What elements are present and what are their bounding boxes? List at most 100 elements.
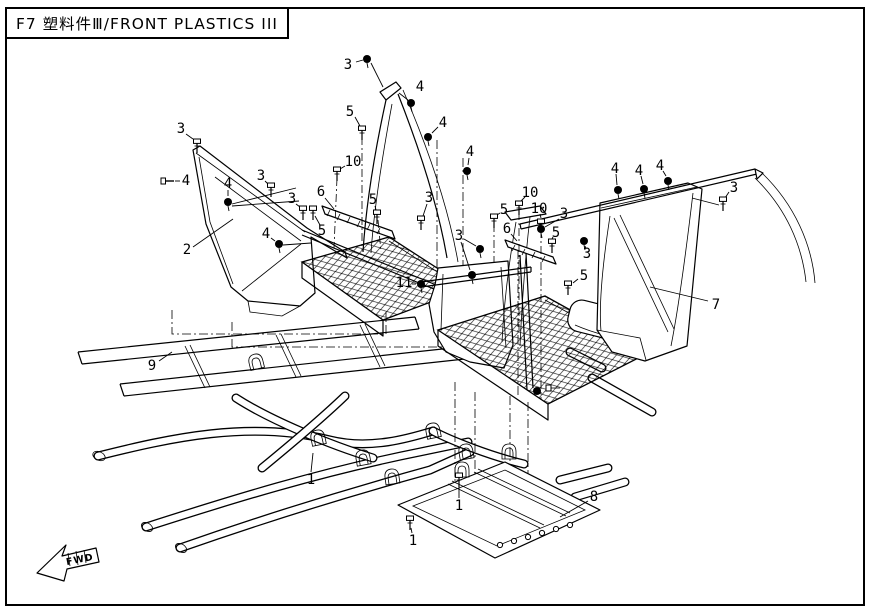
callout-11: 11 [396,275,425,294]
rivet-bolt-icon [614,186,622,200]
page-title: F7 塑料件Ⅲ/FRONT PLASTICS III [16,15,278,33]
callout-number: 4 [439,115,447,131]
callout-number: 3 [288,191,296,207]
screw-bolt-icon [455,472,463,487]
callout-number: 9 [148,358,156,374]
callout-number: 10 [522,185,539,201]
rivet-bolt-icon [537,225,545,239]
rivet-bolt-icon [640,185,648,199]
callout-number: 5 [580,268,588,284]
rivet-bolt-icon [580,237,588,251]
callout-number: 4 [416,79,424,95]
callout-3: 3 [580,237,591,262]
callout-3: 3 [344,55,384,88]
callout-1: 1 [455,472,463,514]
rivet-bolt-icon [664,177,672,191]
rivet-bolt-icon [363,55,371,69]
screw-bolt-icon [719,196,727,211]
screw-bolt-icon [267,182,275,197]
callout-number: 5 [369,192,377,208]
screw-bolt-icon [548,238,556,253]
callout-3: 3 [257,168,275,197]
rivet-bolt-icon [468,271,476,285]
callout-number: 2 [183,242,191,258]
callout-number: 10 [531,201,548,217]
callout-number: 8 [590,489,598,505]
screw-bolt-icon [515,200,523,215]
support-rod [420,266,532,288]
callout-7: 7 [649,286,720,313]
callout-5: 5 [490,202,508,262]
callout-number: 3 [425,190,433,206]
callout-1: 1 [406,515,417,549]
screw-bolt-icon [490,213,498,228]
callout-4: 4 [398,79,424,113]
rivet-bolt-icon [407,99,415,113]
callout-9: 9 [148,351,173,374]
title-block: F7 塑料件Ⅲ/FRONT PLASTICS III [5,7,289,39]
title-box [5,7,289,39]
callout-3: 3 [417,190,433,230]
screw-bolt-icon [299,205,307,220]
callout-number: 3 [730,180,738,196]
callout-6: 6 [503,221,518,242]
fwd-arrow: FWD [36,544,100,582]
screw-bolt-icon [373,209,381,224]
rivet-bolt-icon [476,245,484,259]
callout-number: 5 [346,104,354,120]
loose-fasteners [533,384,560,395]
flat-bolt-icon [160,177,174,185]
callout-number: 4 [635,163,643,179]
callout-number: 4 [224,176,232,192]
rivet-bolt-icon [424,133,432,147]
right-side-panel [596,182,703,362]
callout-3: 3 [691,180,738,211]
callout-5: 5 [369,192,382,253]
callout-number: 4 [611,161,619,177]
callout-number: 3 [560,206,568,222]
vehicle-frame-tubes [93,347,657,553]
callout-number: 3 [583,246,591,262]
callout-6: 6 [317,184,335,210]
screw-bolt-icon [406,515,414,530]
right-sill-trim [504,239,557,265]
screw-bolt-icon [193,138,201,153]
callout-4: 4 [463,144,474,181]
upper-rail [519,168,816,284]
callout-4: 4 [160,173,190,189]
callout-number: 5 [552,225,560,241]
callout-number: 4 [466,144,474,160]
rivet-bolt-icon [463,167,471,181]
callout-number: 5 [500,202,508,218]
callout-10: 10 [333,154,362,249]
tube-open-ends [92,450,187,553]
callout-number: 5 [318,223,326,239]
rivet-bolt-icon [275,240,283,254]
callout-number: 10 [345,154,362,170]
fwd-label: FWD [65,552,94,568]
callout-number: 3 [257,168,265,184]
callout-3: 3 [455,228,484,285]
callout-4: 4 [224,176,300,212]
callout-3: 3 [288,191,307,220]
callout-number: 1 [409,533,417,549]
callout-number: 1 [307,472,315,488]
rivet-bolt-icon [417,280,425,294]
callout-number: 4 [656,158,664,174]
callout-number: 1 [455,498,463,514]
callout-number: 4 [182,173,190,189]
callout-4: 4 [424,115,447,147]
callout-number: 3 [177,121,185,137]
screw-bolt-icon [309,205,317,220]
callout-5: 5 [564,268,588,295]
callout-4: 4 [656,158,672,191]
callout-number: 6 [503,221,511,237]
callout-5: 5 [309,205,326,239]
screw-bolt-icon [417,215,425,230]
callout-number: 3 [455,228,463,244]
callout-3: 3 [537,206,568,239]
callout-10: 10 [515,185,539,330]
